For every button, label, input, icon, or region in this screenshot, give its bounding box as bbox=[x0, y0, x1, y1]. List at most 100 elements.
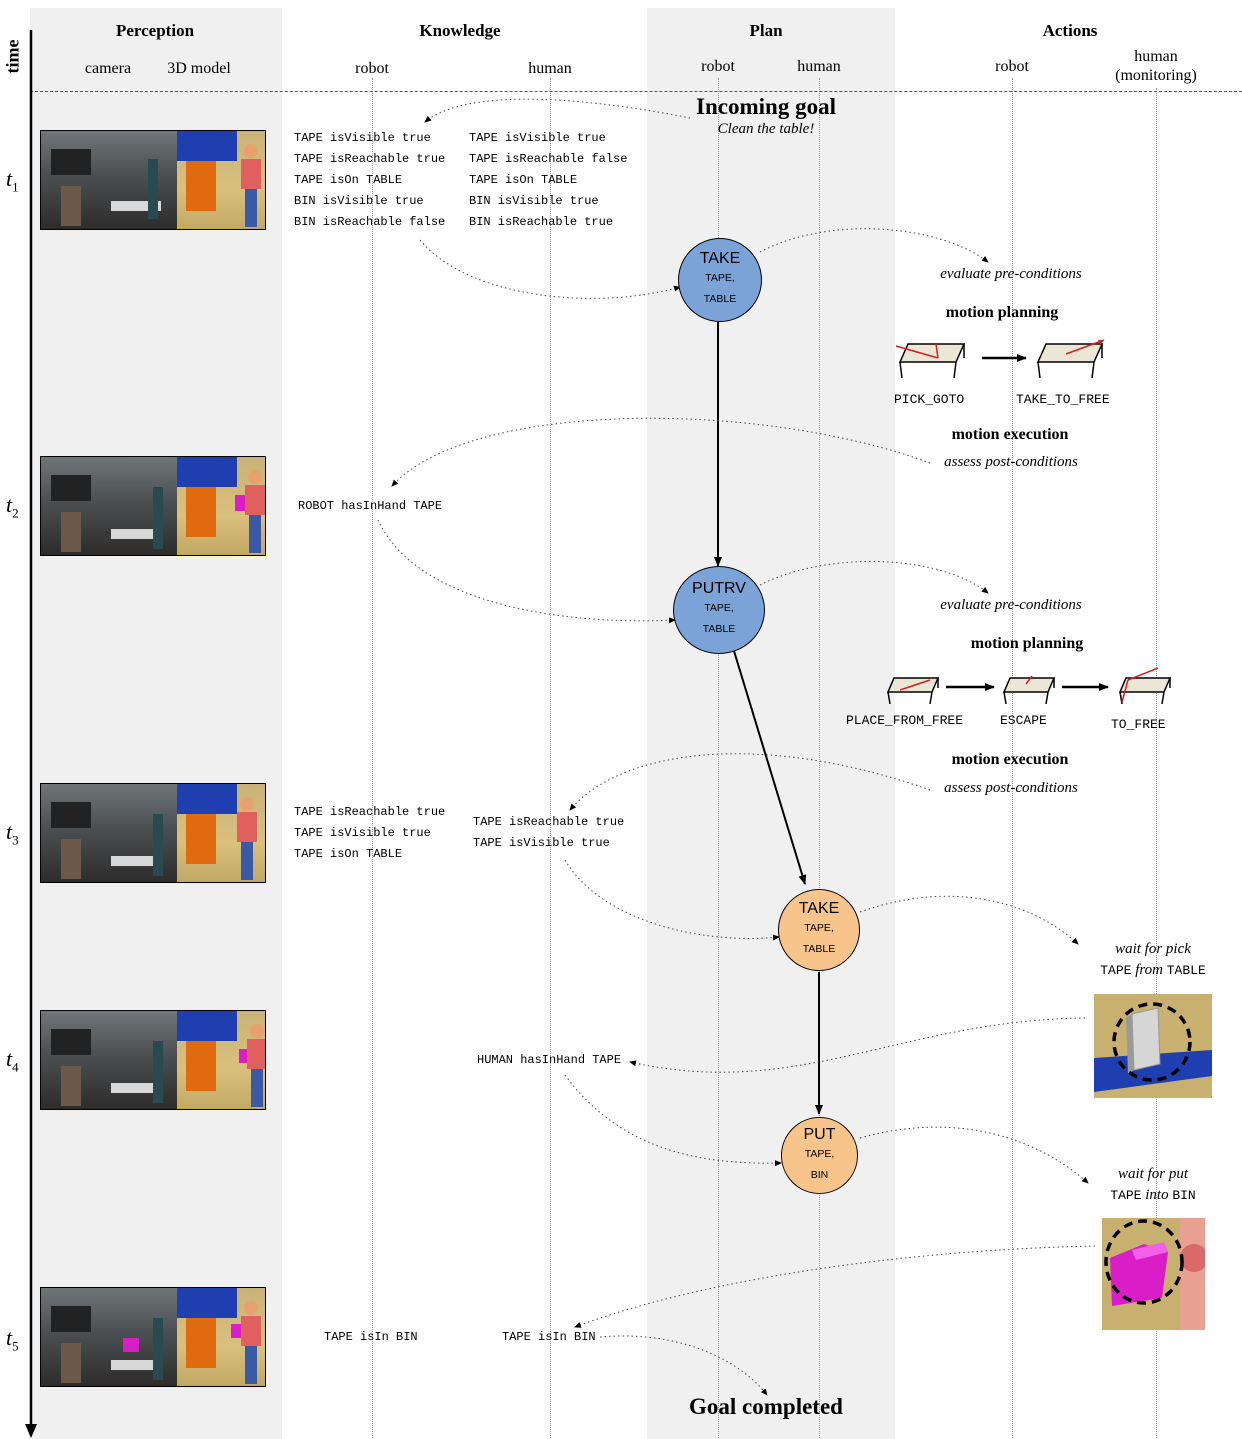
table-icon-escape bbox=[1002, 675, 1056, 705]
time-label-t2: t2 bbox=[6, 492, 19, 521]
wait-for-pick-label: wait for pick TAPE from TABLE bbox=[1082, 939, 1224, 981]
robot-knowledge-t2: ROBOT hasInHand TAPE bbox=[298, 499, 443, 513]
mp2-step-place-from-free: PLACE_FROM_FREE bbox=[846, 713, 964, 728]
3d-model-subheader: 3D model bbox=[167, 60, 231, 77]
goal-completed-text: Goal completed bbox=[689, 1394, 843, 1419]
wait-pick-prep: from bbox=[1135, 962, 1163, 978]
node-param: TABLE bbox=[802, 943, 836, 955]
robot-actions-guide bbox=[1012, 78, 1013, 1438]
node-param: TAPE, bbox=[804, 922, 834, 934]
human-knowledge-t5: TAPE isIn BIN bbox=[502, 1330, 596, 1344]
plan-node-put-human[interactable]: PUT TAPE, BIN bbox=[781, 1117, 858, 1194]
node-label: PUTRV bbox=[692, 580, 746, 597]
header-separator bbox=[30, 91, 1242, 92]
scene-figure bbox=[51, 131, 261, 227]
knowledge-header: Knowledge bbox=[419, 21, 501, 40]
wait-put-object: TAPE bbox=[1110, 1188, 1142, 1203]
node-param: TABLE bbox=[703, 293, 737, 305]
time-label-t4: t4 bbox=[6, 1046, 19, 1075]
plan-header: Plan bbox=[749, 21, 783, 40]
time-axis bbox=[25, 30, 37, 1438]
incoming-goal-title: Incoming goal bbox=[696, 94, 836, 119]
robot-plan-guide bbox=[718, 78, 719, 1438]
node-param: TAPE, bbox=[705, 272, 735, 284]
wait-put-prep: into bbox=[1145, 1187, 1169, 1203]
put-monitoring-crop bbox=[1102, 1218, 1205, 1330]
node-label: PUT bbox=[803, 1125, 836, 1143]
scene-figure bbox=[51, 1288, 261, 1384]
human-take-to-wait-flow bbox=[859, 895, 1079, 945]
node-param: TAPE, bbox=[704, 602, 734, 614]
robot-actions-subheader: robot bbox=[995, 58, 1029, 75]
putrv-to-eval-flow bbox=[759, 560, 989, 594]
plan-edge-putrv-take bbox=[733, 650, 807, 885]
knowledge-to-take-flow bbox=[419, 239, 681, 299]
wait-pick-object: TAPE bbox=[1100, 963, 1132, 978]
wait-put-text: wait for put bbox=[1117, 1166, 1188, 1182]
goal-to-knowledge-flow bbox=[424, 98, 691, 123]
human-knowledge-subheader: human bbox=[528, 60, 572, 77]
evaluate-preconditions-2: evaluate pre-conditions bbox=[940, 597, 1082, 613]
robot-knowledge-guide bbox=[372, 78, 373, 1438]
scene-figure bbox=[51, 784, 257, 880]
take-to-eval-flow bbox=[759, 228, 989, 263]
robot-knowledge-t3: TAPE isReachable true TAPE isVisible tru… bbox=[294, 805, 446, 861]
mp2-step-escape: ESCAPE bbox=[1000, 713, 1047, 728]
perception-header: Perception bbox=[115, 21, 195, 40]
human-knowledge-t4: HUMAN hasInHand TAPE bbox=[477, 1053, 622, 1067]
knowledge-to-goal-flow bbox=[599, 1335, 768, 1396]
wait-pick-location: TABLE bbox=[1166, 963, 1206, 978]
motion-planning-1: motion planning bbox=[945, 304, 1059, 321]
node-param: TABLE bbox=[702, 623, 736, 635]
wait-put-location: BIN bbox=[1172, 1188, 1196, 1203]
plan-node-take-human[interactable]: TAKE TAPE, TABLE bbox=[778, 889, 860, 971]
assess2-to-knowledge-flow bbox=[569, 753, 931, 811]
knowledge-to-human-take-flow bbox=[564, 859, 780, 941]
wait-pick-text: wait for pick bbox=[1115, 941, 1191, 957]
robot-knowledge-t5: TAPE isIn BIN bbox=[324, 1330, 418, 1344]
human-plan-guide bbox=[819, 78, 820, 1438]
node-param: BIN bbox=[810, 1168, 829, 1181]
put-to-wait-flow bbox=[859, 1126, 1089, 1184]
perception-snapshot-t2 bbox=[40, 456, 266, 556]
scene-figure bbox=[51, 1011, 265, 1107]
human-actions-guide bbox=[1156, 88, 1157, 1438]
table-icon-to-free bbox=[1118, 667, 1172, 705]
plan-node-putrv-robot[interactable]: PUTRV TAPE, TABLE bbox=[673, 566, 765, 654]
time-label-t1: t1 bbox=[6, 166, 19, 195]
robot-knowledge-subheader: robot bbox=[355, 60, 389, 77]
knowledge-to-putrv-flow bbox=[377, 519, 676, 624]
perception-snapshot-t4 bbox=[40, 1010, 266, 1110]
perception-snapshot-t1 bbox=[40, 130, 266, 230]
table-icon-take-to-free bbox=[1036, 339, 1105, 379]
human-knowledge-t3: TAPE isReachable true TAPE isVisible tru… bbox=[473, 815, 625, 850]
mp1-step-pick-goto: PICK_GOTO bbox=[894, 392, 965, 407]
mp2-step-to-free: TO_FREE bbox=[1111, 717, 1166, 732]
plan-column-bg bbox=[647, 8, 895, 1439]
time-label-t3: t3 bbox=[6, 819, 19, 848]
wait-pick-to-knowledge-flow bbox=[629, 1017, 1086, 1073]
node-label: TAKE bbox=[699, 250, 741, 267]
perception-snapshot-t5 bbox=[40, 1287, 266, 1387]
motion-execution-1: motion execution bbox=[951, 426, 1069, 443]
pick-monitoring-crop bbox=[1094, 994, 1212, 1098]
mp1-step-take-to-free: TAKE_TO_FREE bbox=[1016, 392, 1110, 407]
node-param: TAPE, bbox=[804, 1147, 835, 1160]
node-label: TAKE bbox=[798, 900, 840, 917]
incoming-goal-text: Clean the table! bbox=[717, 121, 815, 137]
assess-postconditions-1: assess post-conditions bbox=[944, 454, 1078, 470]
assess-postconditions-2: assess post-conditions bbox=[944, 780, 1078, 796]
evaluate-preconditions-1: evaluate pre-conditions bbox=[940, 266, 1082, 282]
table-icon-pick-goto bbox=[895, 343, 966, 379]
wait-for-put-label: wait for put TAPE into BIN bbox=[1082, 1164, 1224, 1206]
human-knowledge-guide bbox=[550, 78, 551, 1438]
scene-figure bbox=[51, 457, 265, 553]
time-label-t5: t5 bbox=[6, 1325, 19, 1354]
robot-plan-subheader: robot bbox=[701, 58, 735, 75]
table-icon-place-from-free bbox=[886, 677, 940, 705]
perception-snapshot-t3 bbox=[40, 783, 266, 883]
actions-header: Actions bbox=[1042, 21, 1098, 40]
knowledge-to-put-flow bbox=[564, 1074, 782, 1167]
plan-node-take-robot[interactable]: TAKE TAPE, TABLE bbox=[678, 238, 762, 322]
